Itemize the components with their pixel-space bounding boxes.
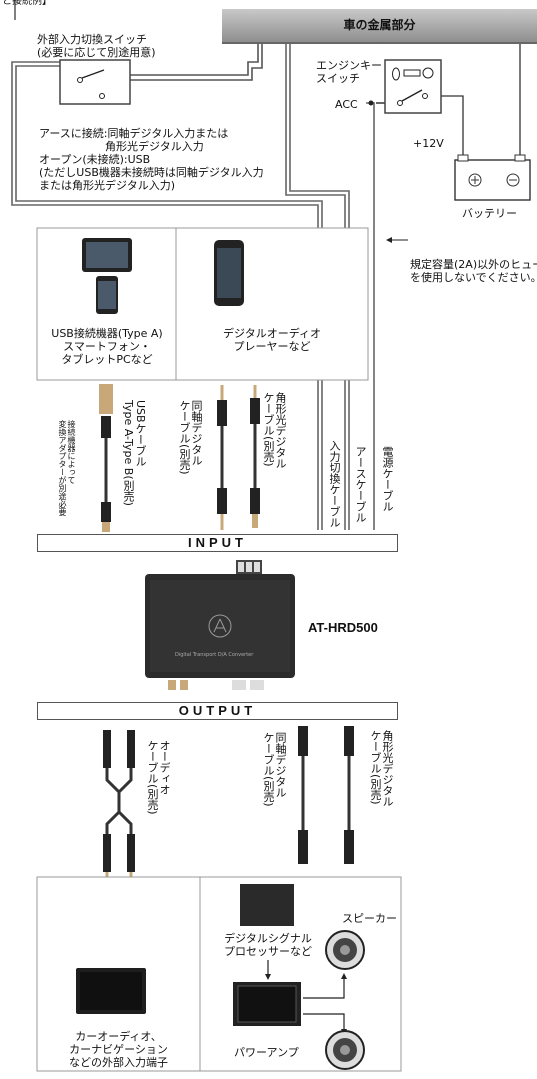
input-bar: INPUT bbox=[37, 534, 398, 552]
acc-label: ACC bbox=[335, 98, 358, 111]
speaker-icon-top bbox=[325, 930, 365, 970]
external-switch-box bbox=[59, 59, 131, 105]
speaker-icon-bottom bbox=[325, 1030, 365, 1070]
acc-node bbox=[368, 100, 374, 106]
audio-cable-label: オーディオ ケーブル(別売) bbox=[146, 740, 171, 815]
coax-out-cable-label: 同軸デジタル ケーブル(別売) bbox=[262, 732, 287, 807]
coax-cable-graphic bbox=[217, 385, 227, 530]
battery-body bbox=[454, 159, 531, 201]
car-audio-label: カーオーディオ、 カーナビゲーション などの外部入力端子 bbox=[69, 1030, 168, 1069]
power-amp-label: パワーアンプ bbox=[234, 1046, 299, 1059]
audio-cable-graphic bbox=[103, 730, 135, 882]
optical-out-cable-graphic bbox=[344, 726, 354, 864]
coax-in-cable-label: 同軸デジタル ケーブル(別売) bbox=[178, 400, 203, 475]
plus12v-label: +12V bbox=[413, 137, 444, 150]
engine-key-label: エンジンキー スイッチ bbox=[316, 59, 382, 85]
input-switch-wire bbox=[130, 42, 259, 76]
output-bar: OUTPUT bbox=[37, 702, 398, 720]
battery-label: バッテリー bbox=[462, 207, 517, 220]
usb-cable-graphic bbox=[99, 384, 113, 532]
input-switch-wire-2 bbox=[130, 42, 263, 81]
power-cable-label: 電源ケーブル bbox=[381, 446, 394, 512]
top-partial-text: と接続例】 bbox=[2, 0, 52, 7]
usb-device-label: USB接続機器(Type A) スマートフォン・ タブレットPCなど bbox=[51, 327, 163, 366]
optical-out-cable-label: 角形光デジタル ケーブル(別売) bbox=[369, 730, 394, 807]
device-panel-text: Digital Transport D/A Converter bbox=[175, 652, 254, 658]
adapter-note: 接続機器によって 変換アダプターが別途必要 bbox=[58, 420, 76, 516]
usb-cable-label: USBケーブル Type A-Type B(別売) bbox=[122, 400, 147, 506]
optical-cable-graphic bbox=[250, 385, 260, 528]
coax-out-cable-graphic bbox=[298, 726, 308, 864]
optical-in-cable-label: 角形光デジタル ケーブル(別売) bbox=[262, 392, 287, 469]
dsp-label: デジタルシグナル プロセッサーなど bbox=[224, 932, 312, 958]
digital-player-label: デジタルオーディオ プレーヤーなど bbox=[222, 327, 321, 353]
ground-connection-note: アースに接続:同軸デジタル入力または 角形光デジタル入力 オープン(未接続):U… bbox=[39, 127, 264, 192]
fuse-warning-note: 規定容量(2A)以外のヒューズ を使用しないでください。 bbox=[410, 258, 537, 284]
ground-cable-label: アースケーブル bbox=[354, 446, 367, 523]
dsp-icon bbox=[240, 884, 294, 926]
switch-label: 外部入力切換スイッチ (必要に応じて別途用意) bbox=[37, 33, 156, 59]
engine-switch-box bbox=[384, 59, 442, 114]
speaker-label: スピーカー bbox=[342, 912, 397, 925]
at-hrd500-device bbox=[145, 560, 295, 690]
car-metal-bar: 車の金属部分 bbox=[222, 9, 537, 44]
model-name: AT-HRD500 bbox=[308, 620, 378, 635]
input-switch-cable-label: 入力切換ケーブル bbox=[328, 440, 341, 528]
